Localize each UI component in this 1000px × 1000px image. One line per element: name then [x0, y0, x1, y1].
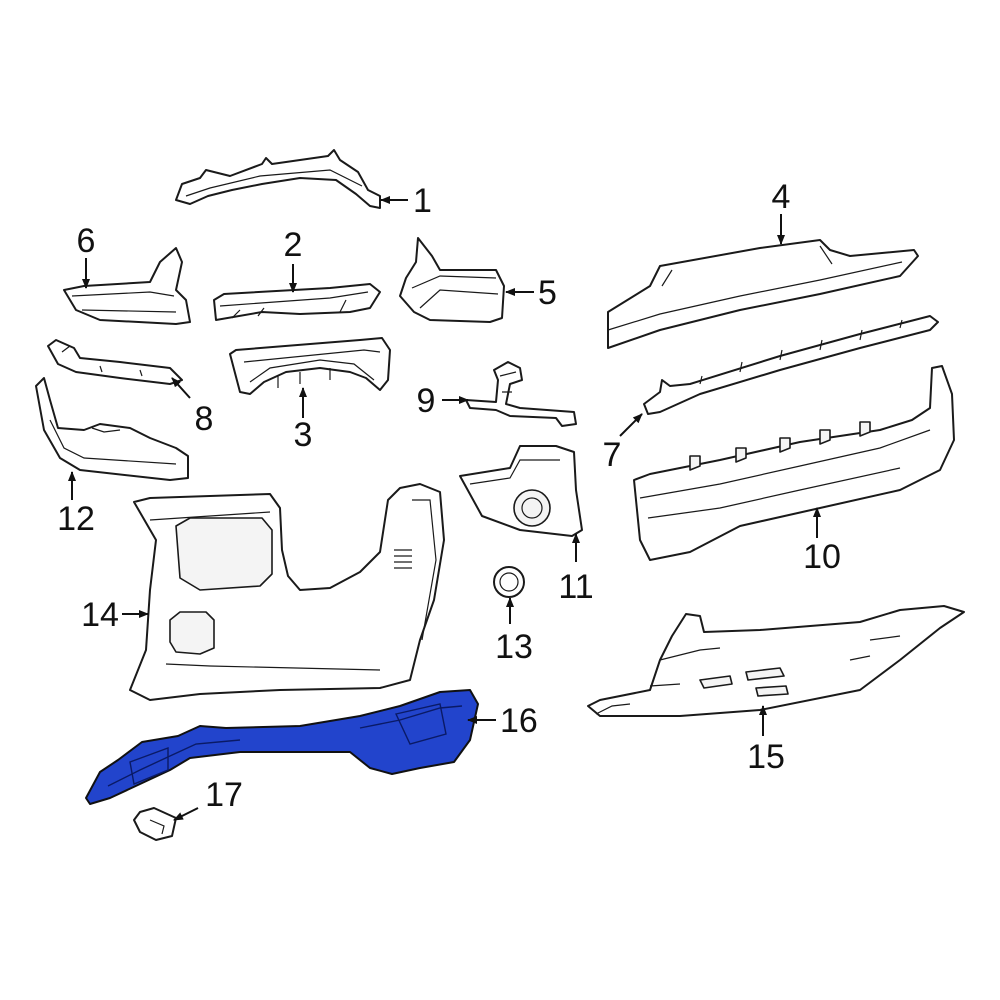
callout-3: 3: [294, 416, 313, 454]
callout-13: 13: [495, 628, 533, 666]
part-17-clip[interactable]: [133, 807, 177, 841]
callout-12: 12: [57, 500, 95, 538]
leader-17: [173, 807, 199, 821]
callout-15: 15: [747, 738, 785, 776]
leader-8: [171, 377, 191, 399]
part-12-lower-left-bezel[interactable]: [35, 377, 189, 481]
part-3-cluster-frame[interactable]: [229, 337, 391, 395]
callout-8: 8: [195, 400, 214, 438]
callout-14: 14: [81, 596, 119, 634]
callout-5: 5: [538, 274, 557, 312]
callout-17: 17: [205, 776, 243, 814]
callout-labels: 1 2 3 4 5 6 7 8 9 10 11 12 13 14 15 16 1…: [57, 178, 841, 814]
part-2-center-strip[interactable]: [213, 283, 381, 321]
callout-1: 1: [413, 182, 432, 220]
callout-7: 7: [603, 436, 622, 474]
part-14-knee-panel[interactable]: [129, 483, 445, 701]
part-6-left-bezel[interactable]: [63, 247, 191, 325]
callout-4: 4: [772, 178, 791, 216]
callout-9: 9: [417, 382, 436, 420]
callout-16: 16: [500, 702, 538, 740]
callout-6: 6: [77, 222, 96, 260]
part-15-under-shield[interactable]: [587, 605, 965, 717]
part-8-bracket-rail[interactable]: [47, 339, 183, 385]
part-4-dash-upper-trim[interactable]: [607, 239, 919, 349]
callout-10: 10: [803, 538, 841, 576]
part-7-reinforcement-rail[interactable]: [643, 315, 939, 415]
callout-11: 11: [558, 568, 593, 606]
part-9-bracket[interactable]: [465, 361, 577, 427]
part-13-plug[interactable]: [493, 566, 525, 598]
part-16-duct-highlighted[interactable]: [85, 689, 479, 805]
leader-7: [619, 413, 643, 437]
callout-2: 2: [284, 226, 303, 264]
part-11-side-bracket[interactable]: [459, 445, 583, 537]
part-5-end-cap[interactable]: [399, 237, 505, 323]
part-10-lower-dash-panel[interactable]: [633, 365, 955, 561]
leader-lines: [68, 196, 821, 821]
part-1-upper-trim[interactable]: [175, 149, 381, 209]
